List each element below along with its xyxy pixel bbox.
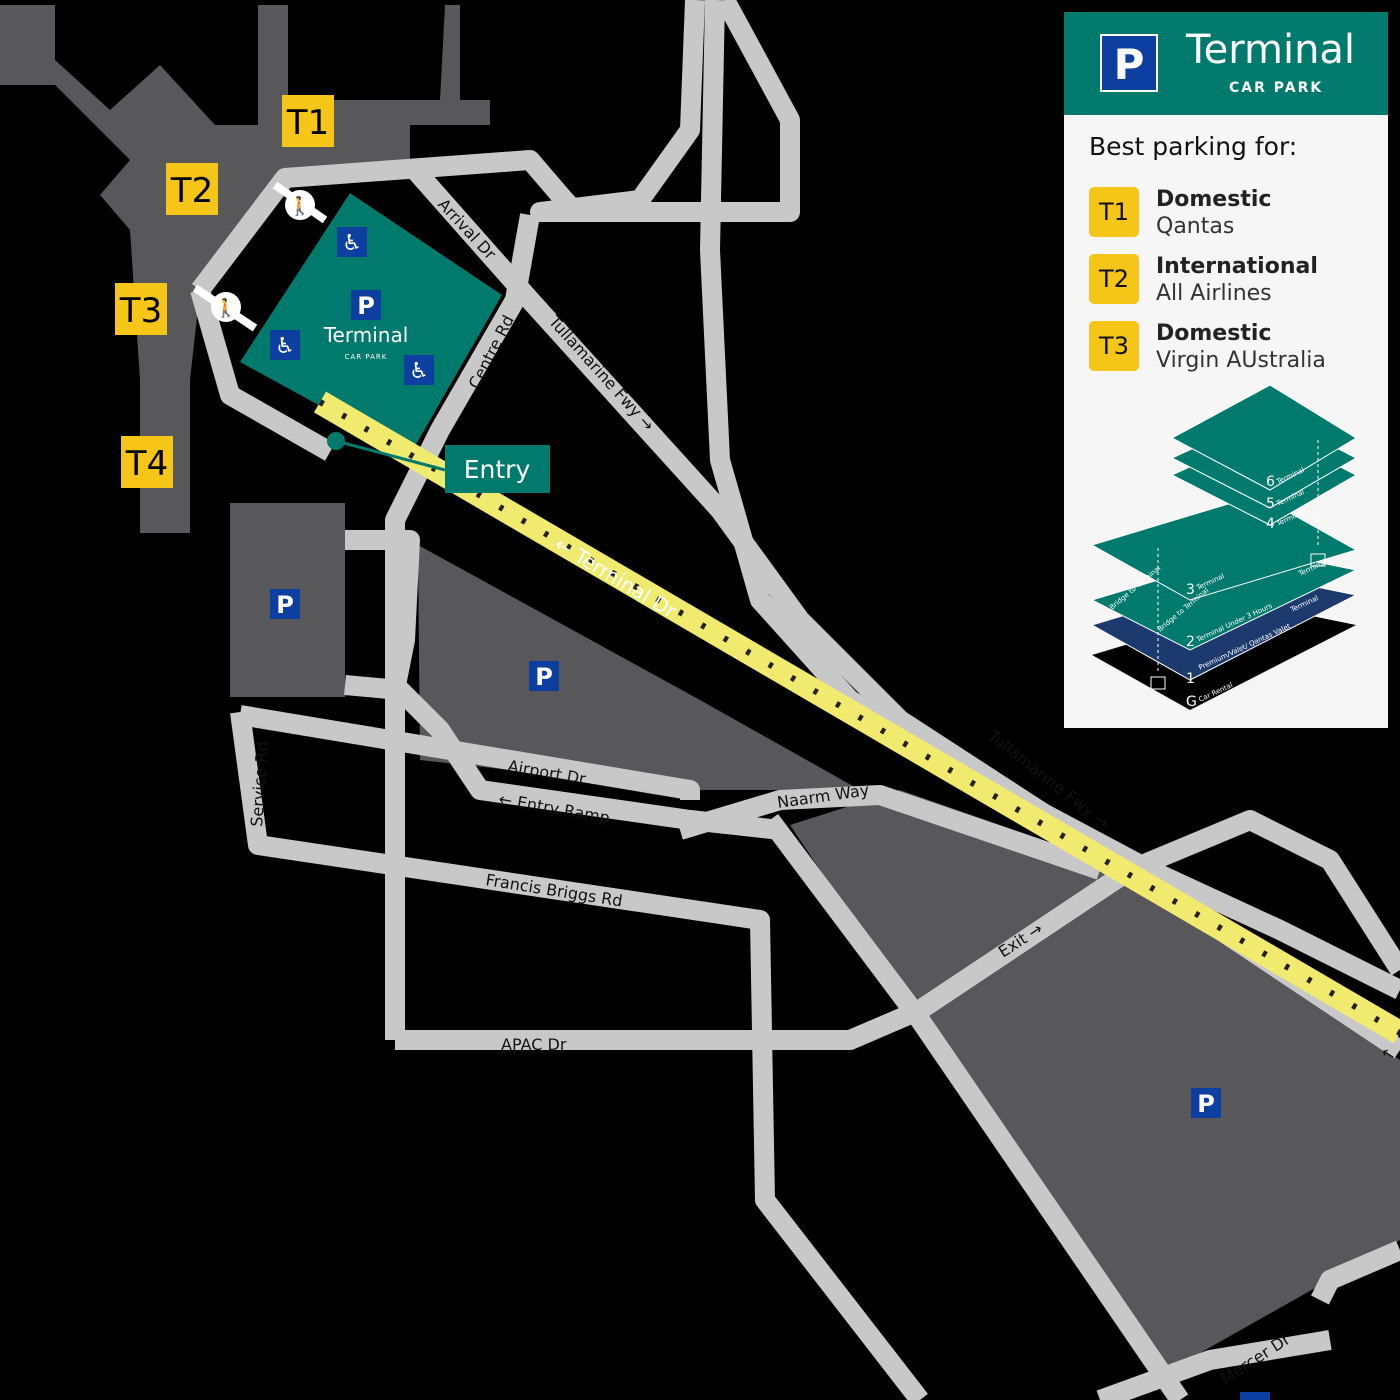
terminal-airlines: All Airlines (1156, 281, 1272, 306)
road-label-tullamarine-1: Tullamarine Fwy → (544, 311, 658, 434)
parking-sign-icon: P (1100, 34, 1158, 92)
car-park-name: Terminal (323, 323, 409, 347)
legend-title: Terminal (1186, 27, 1356, 73)
road-label-francis-briggs: Francis Briggs Rd (484, 870, 624, 910)
accessible-parking-icon: ♿ (337, 227, 367, 257)
walking-person-icon: 🚶 (285, 190, 315, 220)
entry-label-box[interactable] (445, 445, 550, 493)
terminal-airlines: Virgin AUstralia (1156, 348, 1326, 373)
parking-lot-east (790, 790, 1400, 1370)
parking-lot-central (418, 545, 860, 790)
level-6 (1170, 384, 1357, 491)
terminal-t1[interactable]: T1 (286, 103, 329, 143)
level-4-number: 4 (1266, 516, 1275, 532)
terminal-building (0, 5, 490, 533)
legend-subtitle: CAR PARK (1229, 80, 1324, 96)
accessible-parking-icon: ♿ (404, 355, 434, 385)
terminal-badge: T2 (1089, 254, 1139, 304)
route-chevrons (318, 399, 1400, 1036)
legend-header: P Terminal CAR PARK (1064, 12, 1388, 115)
terminal-badge: T1 (1089, 187, 1139, 237)
parking-sign-icon[interactable]: P (270, 589, 300, 619)
best-for-heading: Best parking for: (1089, 132, 1298, 161)
legend-panel: P Terminal CAR PARK Best parking for: T1… (1064, 12, 1388, 728)
terminal-t2[interactable]: T2 (170, 171, 213, 211)
level-2-number: 2 (1186, 634, 1195, 650)
parking-sign-icon[interactable]: P (1191, 1088, 1221, 1118)
road-label-arrival: Arrival Dr (434, 195, 500, 264)
level-1-number: 1 (1186, 671, 1195, 687)
road-label-apac: APAC Dr (501, 1035, 567, 1054)
svg-text:♿: ♿ (409, 359, 429, 384)
svg-text:🚶: 🚶 (215, 297, 237, 319)
level-6-number: 6 (1266, 474, 1275, 490)
terminal-badge: T3 (1089, 321, 1139, 371)
level-3-number: 3 (1186, 582, 1195, 598)
entry-point (327, 432, 345, 450)
lift-icon (1310, 553, 1326, 567)
terminal-type: International (1156, 254, 1318, 279)
parking-sign-icon[interactable]: P (351, 290, 381, 320)
terminal-type: Domestic (1156, 321, 1272, 346)
terminal-t3[interactable]: T3 (119, 291, 162, 331)
svg-text:P: P (1197, 1090, 1215, 1118)
terminal-t4[interactable]: T4 (125, 444, 168, 484)
car-park-sub: CAR PARK (345, 353, 388, 361)
svg-text:♿: ♿ (275, 334, 295, 359)
svg-text:P: P (276, 591, 294, 619)
terminal-badges: T1 T2 T3 T4 (115, 95, 334, 488)
parking-sign-icon[interactable]: P (529, 661, 559, 691)
lift-icon (1150, 676, 1166, 690)
road-label-terminal-dr: ← Terminal Dr (550, 532, 681, 624)
entry-label: Entry (464, 455, 531, 484)
parking-sign-icon (1240, 1392, 1270, 1400)
level-g-number: G (1186, 694, 1197, 710)
terminal-car-park[interactable] (240, 193, 502, 455)
terminal-airlines: Qantas (1156, 214, 1235, 239)
svg-text:P: P (535, 663, 553, 691)
entry-pointer (335, 439, 446, 472)
terminal-type: Domestic (1156, 187, 1272, 212)
accessible-parking-icon: ♿ (270, 330, 300, 360)
svg-text:🚶: 🚶 (289, 195, 311, 217)
svg-text:P: P (357, 292, 375, 320)
level-5-number: 5 (1266, 496, 1275, 512)
walking-person-icon: 🚶 (211, 292, 241, 322)
svg-text:♿: ♿ (342, 231, 362, 256)
